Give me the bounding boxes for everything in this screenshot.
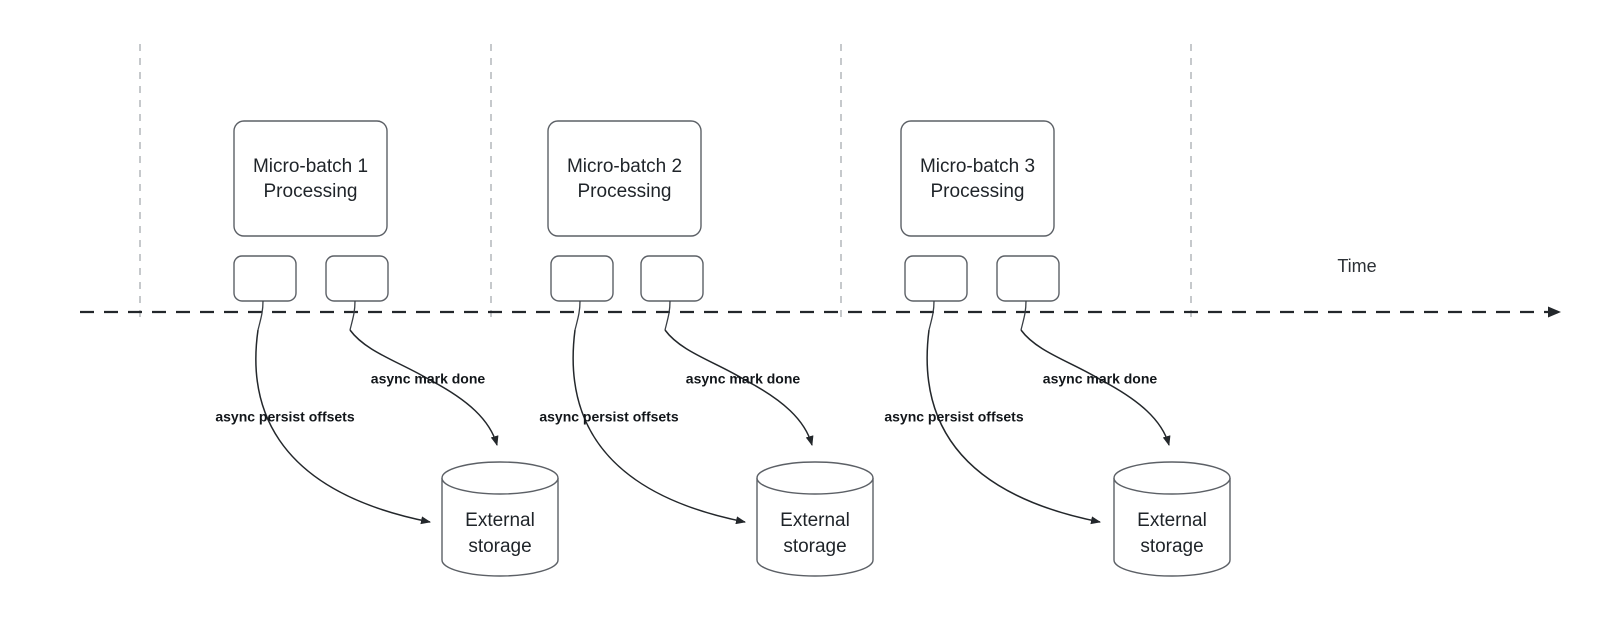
external-storage-2-label-line1: External bbox=[780, 510, 850, 531]
async-persist-offsets-edge-3 bbox=[926, 329, 1101, 525]
external-storage-3-body bbox=[1113, 478, 1231, 577]
async-mark-done-label-3: async mark done bbox=[1043, 371, 1158, 387]
external-storage-3[interactable]: External storage bbox=[1113, 461, 1231, 577]
micro-batch-3-box[interactable] bbox=[900, 120, 1055, 237]
task-1b-stem bbox=[349, 300, 356, 331]
external-storage-1-top bbox=[441, 461, 559, 495]
micro-batch-2-group: Micro-batch 2 Processing async persist o… bbox=[539, 120, 874, 577]
async-mark-done-edge-1 bbox=[349, 329, 499, 446]
micro-batch-2-label-line1: Micro-batch 2 bbox=[567, 156, 682, 177]
micro-batch-2-label-line2: Processing bbox=[578, 181, 672, 202]
task-1a-box[interactable] bbox=[233, 255, 297, 302]
micro-batch-2-box[interactable] bbox=[547, 120, 702, 237]
micro-batch-3-label-line2: Processing bbox=[931, 181, 1025, 202]
external-storage-1-label-line1: External bbox=[465, 510, 535, 531]
micro-batch-3-label-line1: Micro-batch 3 bbox=[920, 156, 1035, 177]
async-mark-done-edge-3 bbox=[1020, 329, 1171, 446]
async-mark-done-edge-2 bbox=[664, 329, 814, 446]
task-3a-stem bbox=[928, 300, 935, 331]
micro-batch-3-group: Micro-batch 3 Processing async persist o… bbox=[884, 120, 1231, 577]
micro-batch-1-label-line2: Processing bbox=[264, 181, 358, 202]
task-1b-box[interactable] bbox=[325, 255, 389, 302]
task-2a-stem bbox=[574, 300, 581, 331]
external-storage-2-body bbox=[756, 478, 874, 577]
task-1a-stem bbox=[257, 300, 264, 331]
micro-batch-1-box[interactable] bbox=[233, 120, 388, 237]
external-storage-1[interactable]: External storage bbox=[441, 461, 559, 577]
external-storage-3-top bbox=[1113, 461, 1231, 495]
time-axis: Time bbox=[80, 256, 1561, 318]
tick-line-group bbox=[139, 44, 1192, 318]
task-3b-stem bbox=[1020, 300, 1027, 331]
task-3a-box[interactable] bbox=[904, 255, 968, 302]
external-storage-1-body bbox=[441, 478, 559, 577]
micro-batch-1-label-line1: Micro-batch 1 bbox=[253, 156, 368, 177]
micro-batch-1-group: Micro-batch 1 Processing async persist o… bbox=[215, 120, 559, 577]
async-persist-offsets-label-1: async persist offsets bbox=[215, 409, 354, 425]
external-storage-2-label-line2: storage bbox=[783, 536, 846, 557]
time-axis-label: Time bbox=[1337, 256, 1376, 276]
async-mark-done-label-2: async mark done bbox=[686, 371, 801, 387]
async-persist-offsets-label-3: async persist offsets bbox=[884, 409, 1023, 425]
task-3b-box[interactable] bbox=[996, 255, 1060, 302]
external-storage-2[interactable]: External storage bbox=[756, 461, 874, 577]
async-persist-offsets-edge-1 bbox=[255, 329, 431, 525]
async-mark-done-label-1: async mark done bbox=[371, 371, 486, 387]
task-2b-stem bbox=[664, 300, 671, 331]
async-persist-offsets-edge-2 bbox=[572, 329, 746, 525]
external-storage-2-top bbox=[756, 461, 874, 495]
async-persist-offsets-label-2: async persist offsets bbox=[539, 409, 678, 425]
external-storage-1-label-line2: storage bbox=[468, 536, 531, 557]
external-storage-3-label-line1: External bbox=[1137, 510, 1207, 531]
task-2b-box[interactable] bbox=[640, 255, 704, 302]
task-2a-box[interactable] bbox=[550, 255, 614, 302]
external-storage-3-label-line2: storage bbox=[1140, 536, 1203, 557]
